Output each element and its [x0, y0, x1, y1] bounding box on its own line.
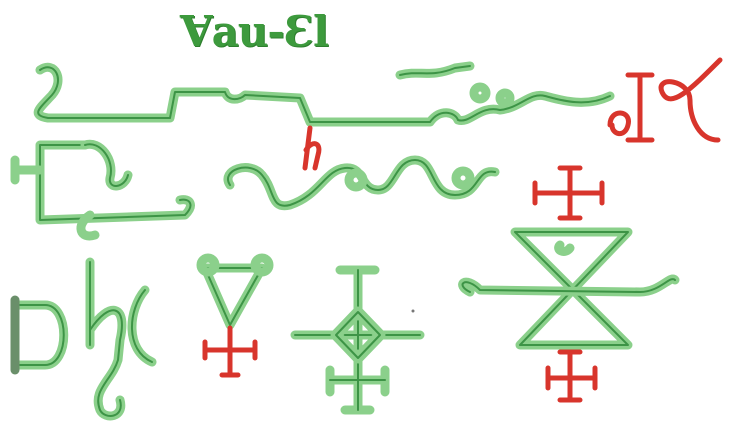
wave-glyph	[223, 155, 500, 211]
triangle-glyph	[196, 253, 274, 378]
stray-dot	[411, 309, 415, 313]
bottom-left-glyph	[10, 257, 157, 421]
red-h-mark	[302, 125, 322, 171]
hourglass-glyph	[458, 227, 680, 350]
red-cross-bottom	[545, 349, 598, 403]
sigil-title: Ɐau-Ɛl	[180, 7, 329, 56]
red-cross-top	[532, 165, 605, 221]
top-line-glyph	[33, 61, 615, 127]
red-right-glyph	[607, 57, 723, 143]
diamond-cross-glyph	[290, 265, 425, 415]
left-bracket-glyph	[10, 139, 195, 241]
